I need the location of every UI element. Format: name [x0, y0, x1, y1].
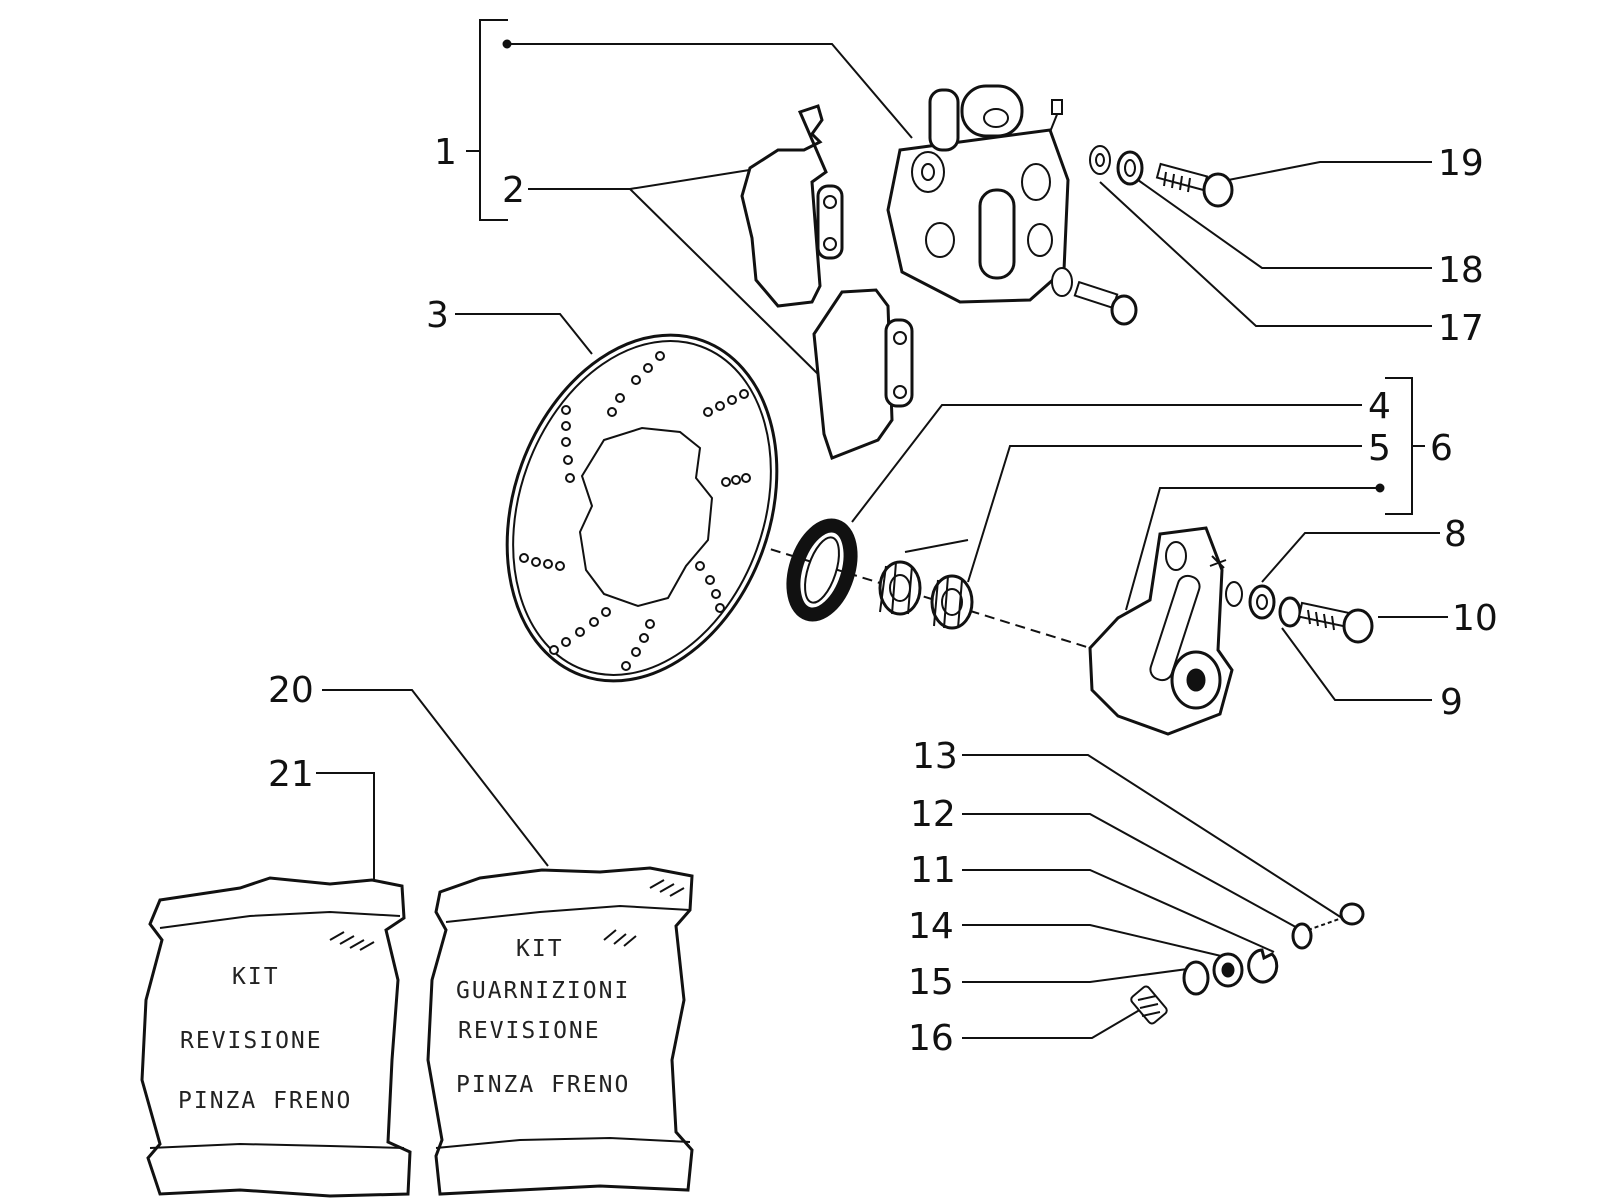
brake-pads — [740, 104, 914, 460]
callout-2: 2 — [502, 170, 525, 211]
kit-20-line-2: GUARNIZIONI — [456, 978, 630, 1004]
callout-19: 19 — [1438, 143, 1484, 184]
seal-ring — [786, 518, 858, 622]
callout-16: 16 — [908, 1018, 954, 1059]
caliper-secondary — [1088, 526, 1234, 736]
callout-18: 18 — [1438, 250, 1484, 291]
leader-lines — [316, 19, 1448, 1039]
kit-bag-21: KIT REVISIONE PINZA FRENO — [140, 876, 412, 1198]
callout-5: 5 — [1368, 428, 1391, 469]
callout-11: 11 — [910, 850, 956, 891]
callout-20: 20 — [268, 670, 314, 711]
kit-21-line-1: KIT — [232, 964, 280, 990]
disc-holes — [519, 351, 751, 671]
callout-3: 3 — [426, 295, 449, 336]
callout-15: 15 — [908, 962, 954, 1003]
callout-12: 12 — [910, 794, 956, 835]
brake-disc — [505, 333, 779, 683]
caliper-bolt-set — [1089, 145, 1234, 208]
callout-10: 10 — [1452, 598, 1498, 639]
callout-1: 1 — [434, 132, 457, 173]
callout-4: 4 — [1368, 386, 1391, 427]
callout-6: 6 — [1430, 428, 1453, 469]
callout-8: 8 — [1444, 514, 1467, 555]
callout-9: 9 — [1440, 682, 1463, 723]
callout-14: 14 — [908, 906, 954, 947]
kit-20-line-4: PINZA FRENO — [456, 1072, 630, 1098]
kit-20-line-3: REVISIONE — [458, 1018, 601, 1044]
kit-21-line-2: REVISIONE — [180, 1028, 323, 1054]
kit-21-line-3: PINZA FRENO — [178, 1088, 352, 1114]
callout-21: 21 — [268, 754, 314, 795]
caliper-main — [886, 84, 1138, 326]
washers-and-bolt — [1225, 581, 1374, 644]
kit-bag-20: KIT GUARNIZIONI REVISIONE PINZA FRENO — [426, 866, 694, 1196]
bleeder-screw-set — [1130, 902, 1365, 1025]
roller-bearings — [878, 560, 974, 630]
callout-17: 17 — [1438, 308, 1484, 349]
kit-20-line-1: KIT — [516, 936, 564, 962]
callout-13: 13 — [912, 736, 958, 777]
callout-labels: 1 2 3 4 5 6 8 10 9 19 18 17 13 12 11 14 … — [268, 132, 1498, 1059]
